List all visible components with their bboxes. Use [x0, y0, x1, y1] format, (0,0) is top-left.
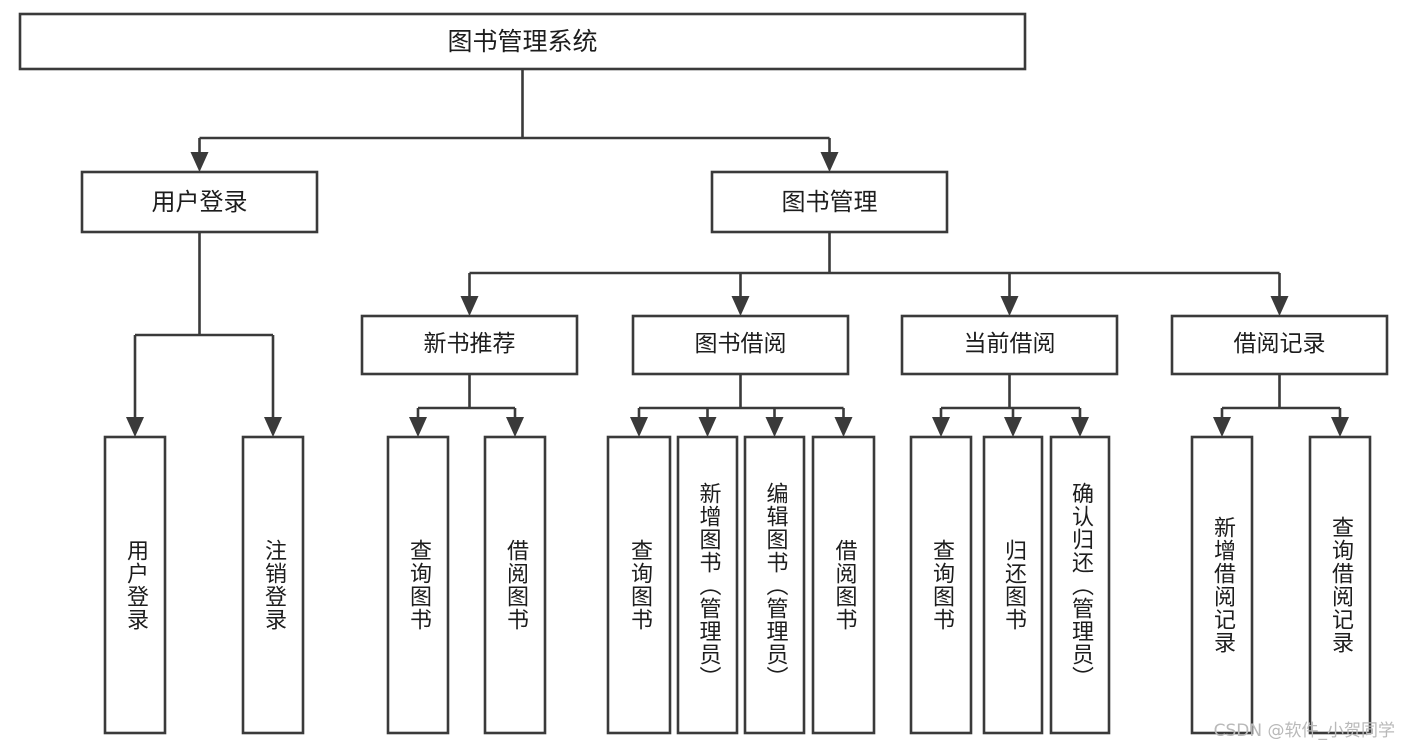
node-box-leaf-12[interactable] [1308, 435, 1372, 735]
node-box-leaf-7[interactable] [811, 435, 876, 735]
node-box-leaf-1[interactable] [241, 435, 305, 735]
arrow-level3-3 [1270, 296, 1289, 316]
node-box-leaf-6[interactable] [743, 435, 806, 735]
arrow-leaf-5 [698, 417, 717, 437]
node-box-leaf-10[interactable] [1049, 435, 1111, 735]
node-box-leaf-9[interactable] [982, 435, 1044, 735]
arrow-level3-0 [460, 296, 479, 316]
node-box-level3-3[interactable] [1170, 314, 1389, 376]
boxes-layer [18, 12, 1389, 735]
arrow-leaf-10 [1071, 417, 1089, 437]
node-box-level2-1[interactable] [710, 170, 949, 234]
arrow-leaf-12 [1331, 417, 1349, 437]
arrow-level3-1 [731, 296, 750, 316]
arrow-leaf-6 [765, 417, 784, 437]
watermark: CSDN @软件_小贺同学 [1213, 721, 1395, 741]
arrow-level2-1 [820, 152, 839, 172]
node-box-leaf-0[interactable] [103, 435, 167, 735]
arrow-level3-2 [1000, 296, 1019, 316]
connectors-layer [126, 69, 1349, 437]
node-box-level2-0[interactable] [80, 170, 319, 234]
node-box-leaf-2[interactable] [386, 435, 450, 735]
node-box-root[interactable] [18, 12, 1027, 71]
node-box-level3-0[interactable] [360, 314, 579, 376]
node-box-leaf-8[interactable] [909, 435, 973, 735]
node-box-leaf-11[interactable] [1190, 435, 1254, 735]
node-box-leaf-5[interactable] [676, 435, 739, 735]
arrow-leaf-2 [409, 417, 427, 437]
node-box-leaf-3[interactable] [483, 435, 547, 735]
arrow-leaf-8 [932, 417, 950, 437]
arrow-leaf-3 [506, 417, 524, 437]
node-box-level3-1[interactable] [631, 314, 850, 376]
arrow-level2-0 [190, 152, 209, 172]
arrow-leaf-7 [834, 417, 853, 437]
arrow-leaf-0 [126, 417, 144, 437]
arrow-leaf-1 [264, 417, 282, 437]
arrow-leaf-9 [1004, 417, 1022, 437]
node-box-level3-2[interactable] [900, 314, 1119, 376]
arrow-leaf-4 [630, 417, 648, 437]
node-box-leaf-4[interactable] [606, 435, 672, 735]
arrow-leaf-11 [1213, 417, 1231, 437]
